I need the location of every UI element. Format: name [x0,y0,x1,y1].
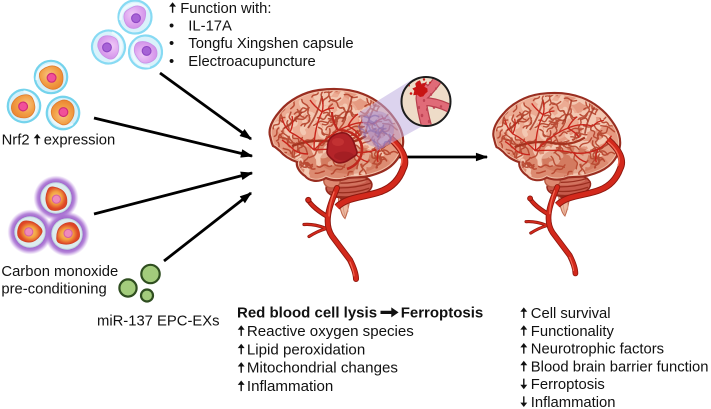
svg-text:Nrf2: Nrf2 [2,133,30,149]
svg-text:•: • [169,54,174,70]
svg-text:Electroacupuncture: Electroacupuncture [188,54,315,70]
svg-text:Cell survival: Cell survival [531,306,611,322]
svg-text:•: • [169,36,174,52]
svg-text:miR-137 EPC-EXs: miR-137 EPC-EXs [97,314,220,330]
svg-text:Red blood cell lysis: Red blood cell lysis [237,305,377,322]
svg-text:Inflammation: Inflammation [531,395,616,409]
svg-text:Reactive oxygen species: Reactive oxygen species [247,323,414,340]
svg-text:Neurotrophic factors: Neurotrophic factors [531,342,664,358]
svg-text:Mitochondrial changes: Mitochondrial changes [247,360,398,377]
svg-text:expression: expression [44,133,116,149]
svg-text:Ferroptosis: Ferroptosis [531,377,605,393]
svg-text:Functionality: Functionality [531,324,615,340]
svg-text:Inflammation: Inflammation [247,378,333,395]
svg-text:Tongfu Xingshen capsule: Tongfu Xingshen capsule [188,36,353,52]
svg-text:Carbon monoxide: Carbon monoxide [1,264,118,280]
svg-text:IL-17A: IL-17A [188,19,232,35]
svg-text:pre-conditioning: pre-conditioning [1,281,106,297]
svg-text:Blood brain barrier function: Blood brain barrier function [531,359,709,375]
svg-text:Lipid peroxidation: Lipid peroxidation [247,341,365,358]
svg-text:•: • [169,19,174,35]
svg-text:Ferroptosis: Ferroptosis [401,305,484,322]
svg-text:Function with:: Function with: [180,1,271,17]
